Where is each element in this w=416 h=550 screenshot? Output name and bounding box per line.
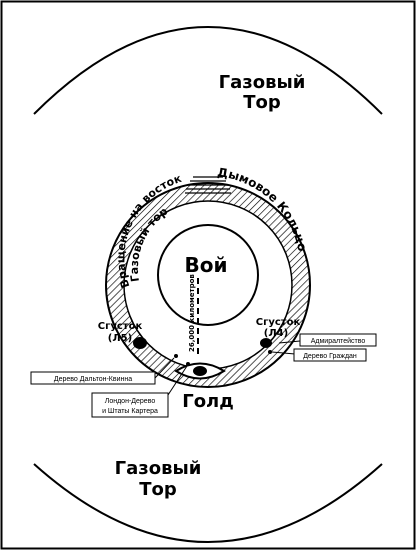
box-tree-grazhdan-text: Дерево Граждан <box>303 353 357 360</box>
dot-dalton-quinn <box>174 354 178 358</box>
gas-torus-top-line1: Газовый <box>219 72 306 93</box>
clump-l4-line2: (Л4) <box>264 328 288 339</box>
gas-torus-bottom-arc <box>33 463 383 543</box>
box-admiralty-text: Адмиралтейство <box>311 337 366 345</box>
box-dalton-quinn <box>30 371 156 385</box>
gas-torus-bottom-line2: Тор <box>139 479 177 500</box>
gas-torus-top-arc <box>33 26 383 115</box>
dot-london <box>186 362 190 366</box>
box-tree-grazhdan <box>293 348 367 362</box>
clump-l5-marker <box>133 337 147 349</box>
clump-l5-line2: (Л5) <box>108 333 132 344</box>
ring-ticks <box>185 176 231 194</box>
goold-label: Голд <box>182 391 234 412</box>
box-london <box>91 392 169 418</box>
goold-marker <box>174 362 226 380</box>
voy-circle <box>157 224 259 326</box>
box-dalton-quinn-text: Дерево Дальтон-Квинна <box>54 376 132 383</box>
clump-l4-marker <box>260 338 272 348</box>
leader-lines <box>154 340 301 396</box>
box-admiralty <box>299 333 377 347</box>
distance-label: 26,000 километров <box>188 274 196 352</box>
clump-l5-line1: Сгусток <box>98 321 143 332</box>
box-london-line1: Лондон-Дерево <box>105 398 156 405</box>
voy-label: Вой <box>185 253 228 277</box>
gas-torus-top-line2: Тор <box>243 92 281 113</box>
clump-l4-line1: Сгусток <box>256 317 301 328</box>
dot-grazhdan <box>268 350 272 354</box>
box-london-line2: и Штаты Картера <box>102 408 158 415</box>
gas-torus-bottom-line1: Газовый <box>115 458 202 479</box>
